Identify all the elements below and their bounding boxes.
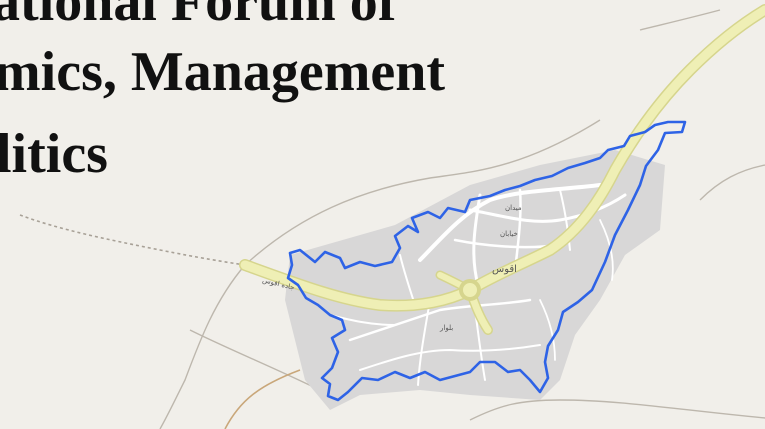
minor-roads [159, 9, 765, 429]
city-label: اقوس [492, 264, 517, 275]
street-label-1: میدان [505, 204, 522, 212]
minor-road-south [469, 399, 765, 421]
minor-road-southwest [159, 264, 246, 429]
minor-road-north [244, 119, 601, 266]
city-boundary[interactable] [286, 120, 687, 402]
dashed-track-west [19, 214, 246, 266]
minor-road-east [699, 164, 765, 201]
minor-road-northeast [639, 9, 721, 31]
dirt-track [224, 369, 301, 429]
urban-area [285, 150, 665, 410]
main-highway [239, 4, 765, 335]
street-label-2: خیابان [500, 230, 518, 238]
street-label-3: بلوار [439, 324, 453, 332]
